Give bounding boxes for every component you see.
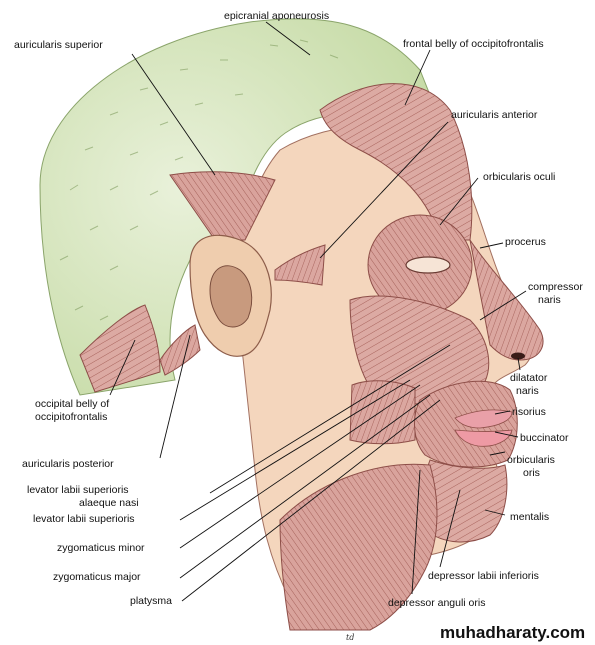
frontal-belly-muscle [319, 83, 473, 241]
label-depressor-labii: depressor labii inferioris [428, 570, 539, 582]
label-dilatator-naris-2: naris [516, 385, 539, 397]
watermark: muhadharaty.com [440, 623, 585, 642]
label-dilatator-naris-1: dilatator [510, 372, 548, 384]
platysma-muscle [279, 463, 438, 631]
label-auricularis-anterior: auricularis anterior [451, 109, 538, 121]
label-orbicularis-oris-2: oris [523, 467, 540, 479]
label-levator-labii: levator labii superioris [33, 513, 135, 525]
label-orbicularis-oris-1: orbicularis [507, 454, 555, 466]
label-auricularis-posterior: auricularis posterior [22, 458, 114, 470]
label-levator-labii-alaeque-2: alaeque nasi [79, 497, 139, 509]
label-occipital-belly-2: occipitofrontalis [35, 411, 107, 423]
nostril [511, 352, 525, 360]
label-levator-labii-alaeque-1: levator labii superioris [27, 484, 129, 496]
label-platysma: platysma [130, 595, 172, 607]
label-procerus: procerus [505, 236, 546, 248]
label-zygomaticus-minor: zygomaticus minor [57, 542, 145, 554]
eye [405, 256, 451, 274]
ear-inner [209, 265, 253, 328]
buccinator-muscle [349, 380, 416, 445]
auricularis-posterior-muscle [159, 324, 201, 376]
label-occipital-belly-1: occipital belly of [35, 398, 109, 410]
label-zygomaticus-major: zygomaticus major [53, 571, 141, 583]
label-buccinator: buccinator [520, 432, 569, 444]
labels: epicranial aponeurosis auricularis super… [14, 10, 583, 609]
occipital-belly-muscle [79, 304, 161, 393]
leader-lines [109, 21, 527, 602]
label-depressor-anguli: depressor anguli oris [388, 597, 485, 609]
upper-lip [454, 409, 513, 429]
artist-mark: td [346, 633, 354, 642]
label-orbicularis-oculi: orbicularis oculi [483, 171, 555, 183]
label-epicranial-aponeurosis: epicranial aponeurosis [224, 10, 329, 22]
nose [469, 239, 544, 361]
label-compressor-naris-1: compressor [528, 281, 583, 293]
label-auricularis-superior: auricularis superior [14, 39, 103, 51]
label-compressor-naris-2: naris [538, 294, 561, 306]
label-frontal-belly: frontal belly of occipitofrontalis [403, 38, 544, 50]
label-mentalis: mentalis [510, 511, 549, 523]
auricularis-superior-muscle [169, 171, 276, 241]
auricularis-anterior-muscle [274, 244, 326, 286]
label-risorius: risorius [512, 406, 546, 418]
scalp-texture [59, 39, 339, 321]
lower-lip [454, 429, 513, 447]
